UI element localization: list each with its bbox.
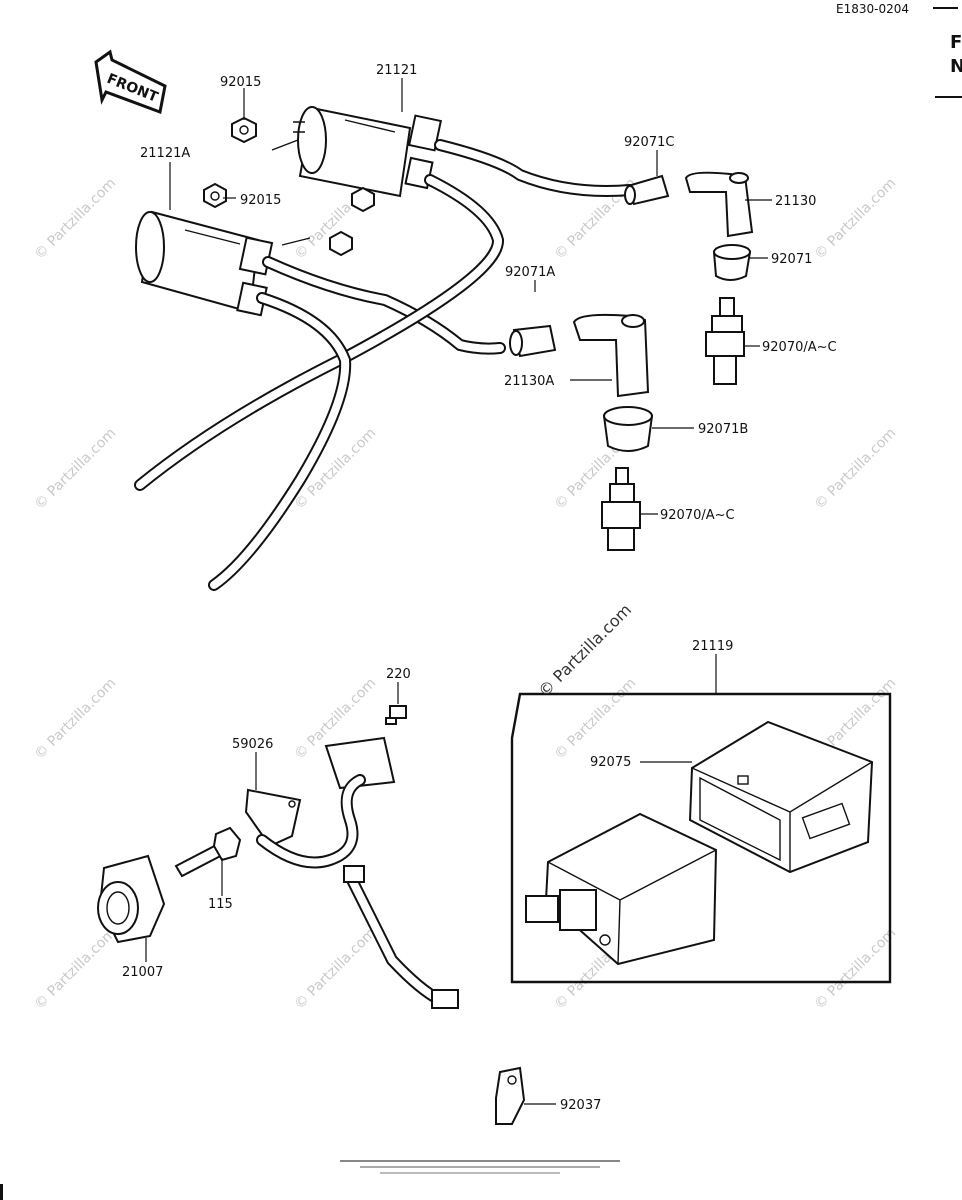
nut-upper-coil-side: [351, 186, 375, 213]
part-label: 92070/A~C: [660, 508, 735, 523]
edge-letter-top: F: [950, 32, 962, 53]
part-label: 21007: [122, 965, 163, 980]
nut-92015-lower: [203, 182, 227, 209]
front-arrow-icon: FRONT: [94, 49, 167, 115]
part-label: 92037: [560, 1098, 601, 1113]
watermark-text: © Partzilla.com: [32, 675, 120, 763]
diagram-code: E1830-0204: [836, 2, 909, 16]
watermark-text: © Partzilla.com: [32, 925, 120, 1013]
watermark-text: © Partzilla.com: [812, 175, 900, 263]
plug-cap-21130: [684, 171, 754, 238]
footer-note: [340, 1160, 620, 1174]
bolt-115: [174, 826, 242, 878]
watermark-layer: © Partzilla.com © Partzilla.com © Partzill…: [32, 175, 900, 1013]
part-label: 21121: [376, 63, 417, 78]
left-edge-mark: [0, 1184, 3, 1200]
watermark-text: © Partzilla.com: [32, 175, 120, 263]
part-label: 21119: [692, 639, 733, 654]
plug-cap-21130A: [572, 313, 650, 398]
part-label: 59026: [232, 737, 273, 752]
seal-92071B: [602, 406, 654, 452]
cap-92071C: [624, 174, 670, 206]
watermark-text: © Partzilla.com: [552, 675, 640, 763]
igniter-box: [510, 692, 892, 984]
part-label: 21130: [775, 194, 816, 209]
high-tension-wires: [134, 139, 636, 591]
seal-92071: [712, 244, 752, 281]
part-label: 92015: [220, 75, 261, 90]
nut-lower-coil-side: [329, 230, 353, 257]
ignition-coil-21121: [271, 106, 443, 198]
watermark-text: © Partzilla.com: [812, 925, 900, 1013]
spark-plug-lower: [601, 467, 641, 551]
part-label: 92075: [590, 755, 631, 770]
cover-92075: [688, 720, 874, 874]
cap-92071A: [509, 324, 557, 358]
part-label: 220: [386, 667, 411, 682]
pulser-rotor-21007: [97, 854, 166, 944]
bracket-59026: [244, 788, 302, 848]
part-label-list: 21121 92015 21121A 92015 92071C 21130 92…: [122, 63, 837, 1113]
part-label: 92071B: [698, 422, 748, 437]
ignition-coil-21121A: [135, 210, 311, 317]
edge-letter-bottom: N: [950, 56, 962, 77]
bolt-220: [385, 705, 407, 725]
part-label: 92071C: [624, 135, 674, 150]
part-label: 92015: [240, 193, 281, 208]
spark-plug-upper: [705, 297, 745, 385]
leader-lines: [145, 78, 772, 1105]
igniter-unit: [525, 812, 718, 966]
pickup-coil-assembly: [256, 736, 459, 1009]
part-label: 21121A: [140, 146, 190, 161]
clamp-92037: [495, 1066, 526, 1125]
watermark-text: © Partzilla.com: [292, 925, 380, 1013]
part-label: 115: [208, 897, 233, 912]
part-label: 92070/A~C: [762, 340, 837, 355]
part-label: 92071: [771, 252, 812, 267]
nut-92015-upper: [231, 116, 257, 144]
watermark-text: © Partzilla.com: [812, 425, 900, 513]
watermark-text: © Partzilla.com: [32, 425, 120, 513]
part-label: 21130A: [504, 374, 554, 389]
part-label: 92071A: [505, 265, 555, 280]
